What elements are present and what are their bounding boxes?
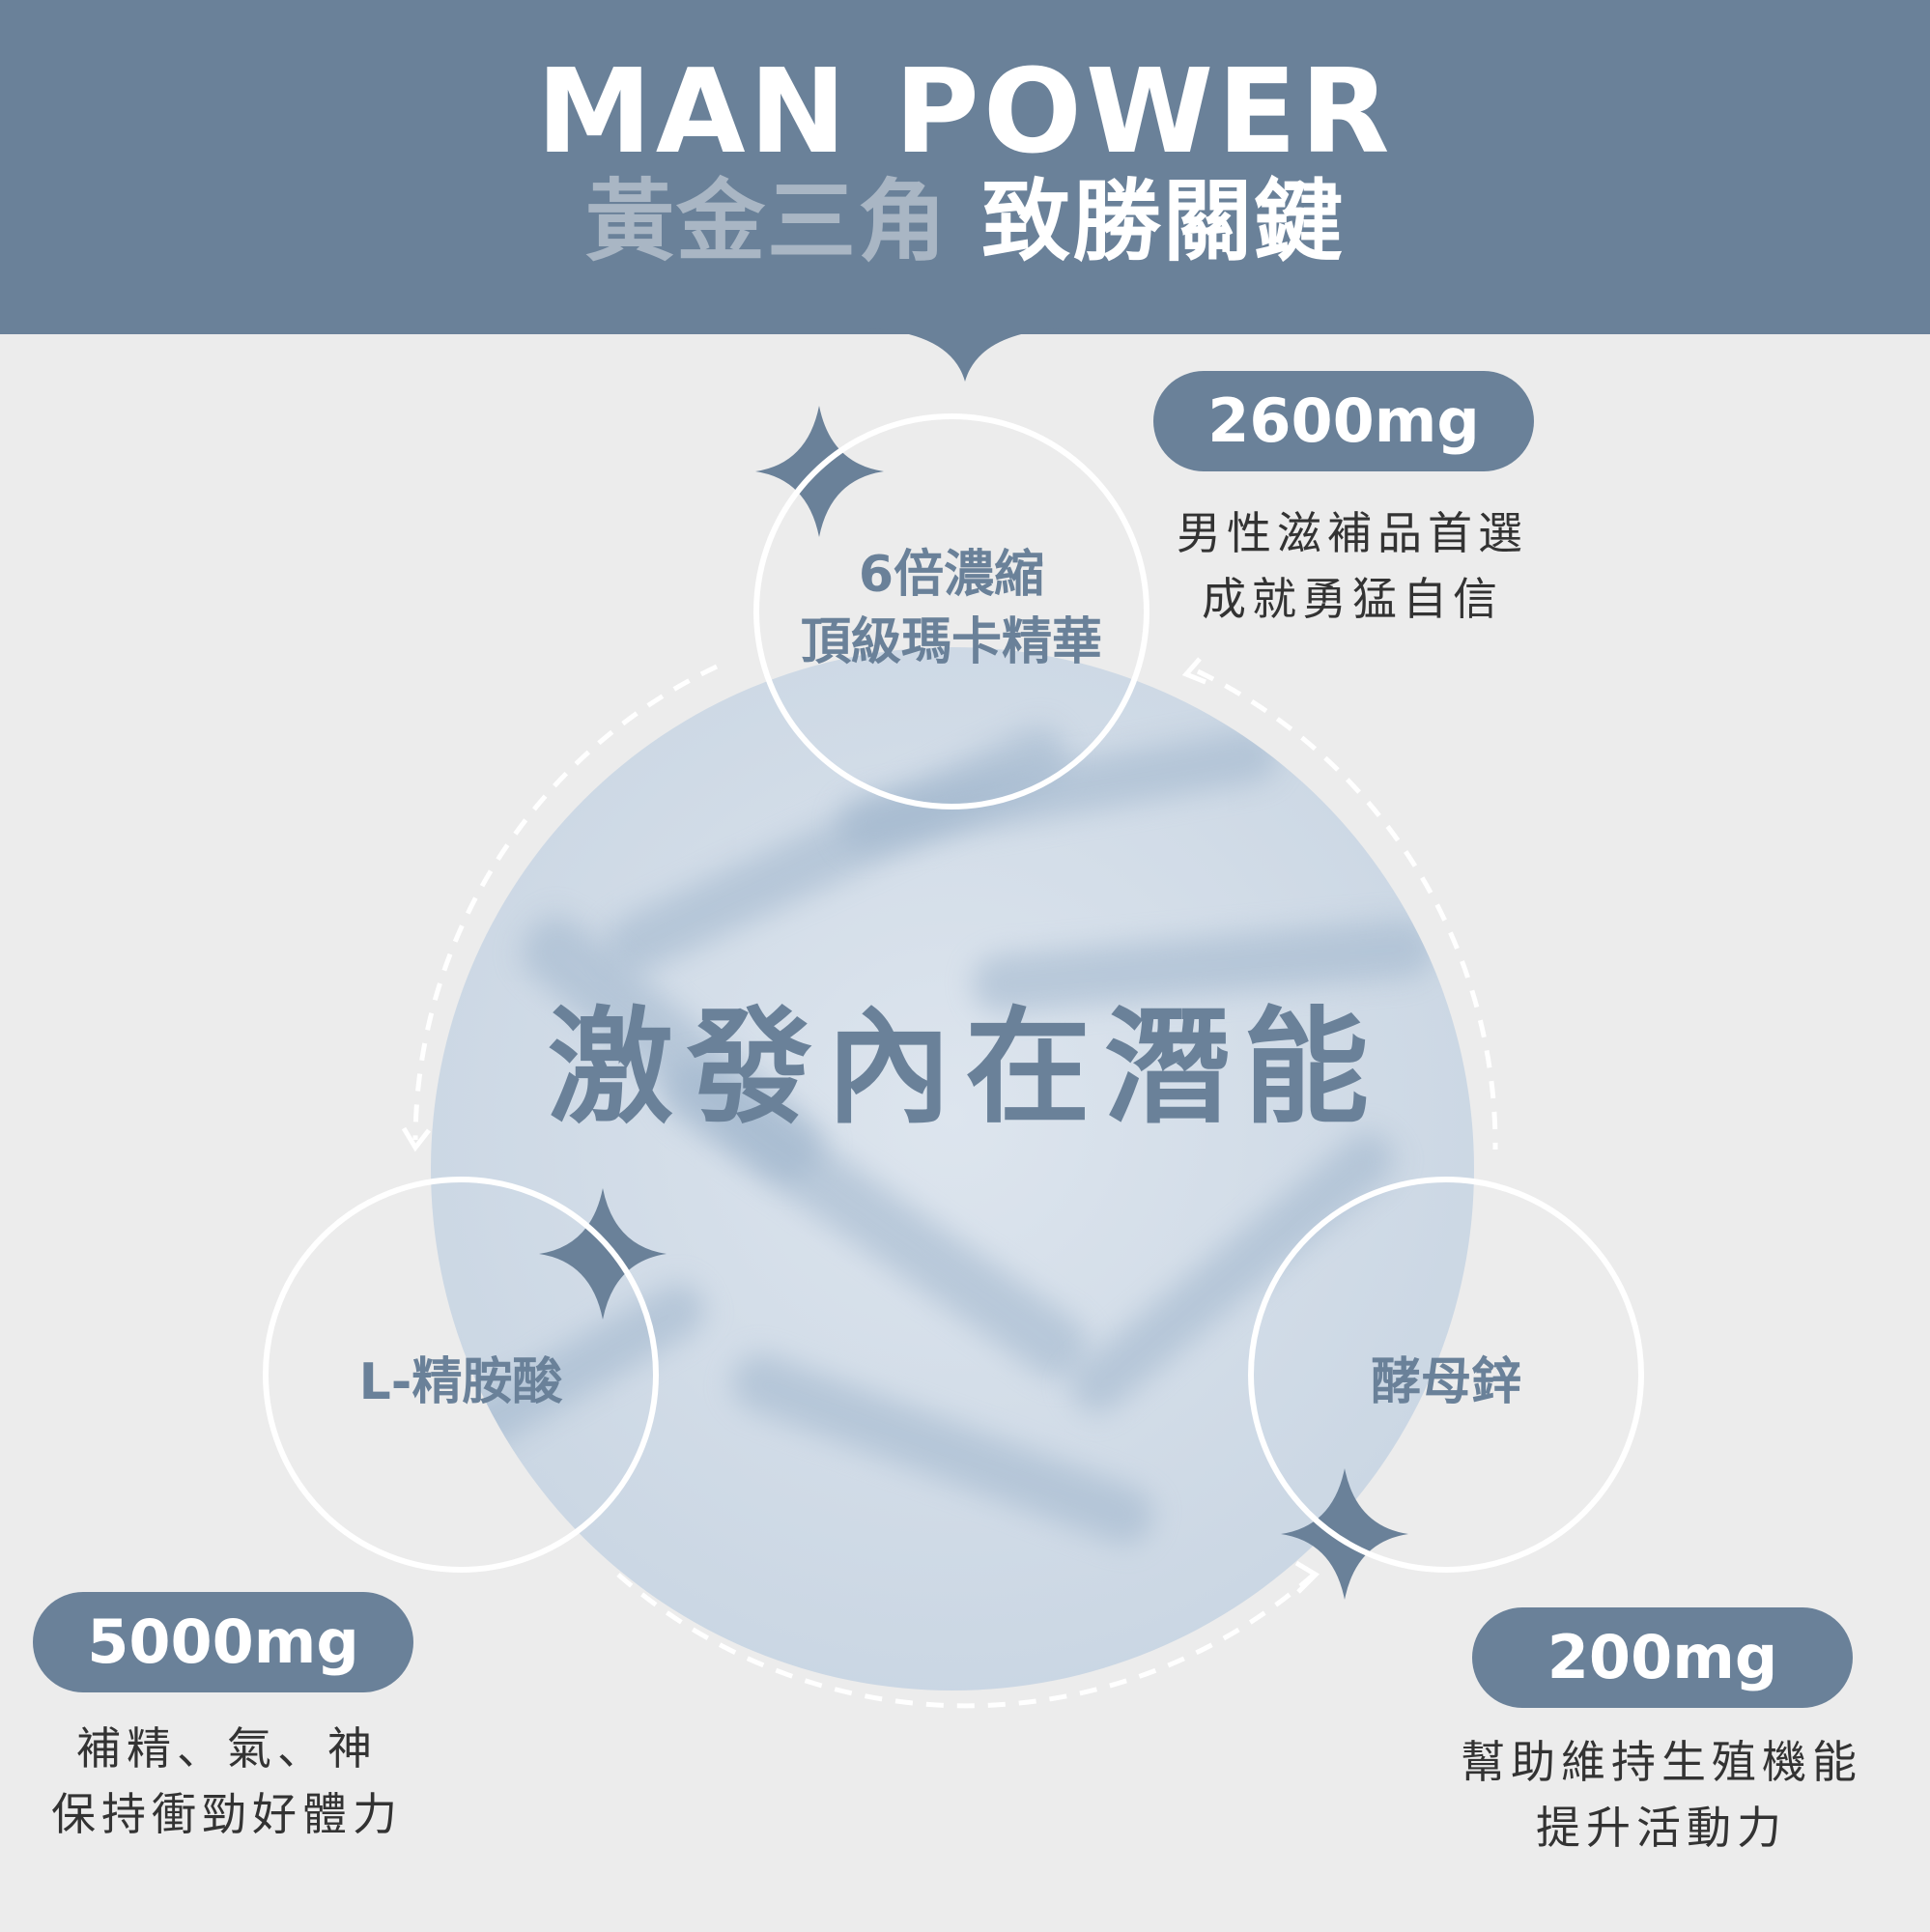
node-top-dose-badge: 2600mg [1153, 371, 1534, 471]
header-band [0, 0, 1930, 334]
node-top-label-line1: 6倍濃縮 [858, 546, 1045, 604]
center-slogan: 激發內在潛能 [547, 994, 1382, 1141]
node-right-desc-line1: 幫助維持生殖機能 [1461, 1736, 1862, 1788]
node-top-label: 6倍濃縮 頂級瑪卡精華 [753, 541, 1149, 676]
node-right-dose-badge: 200mg [1472, 1607, 1853, 1708]
node-top-desc-line1: 男性滋補品首選 [1177, 507, 1528, 559]
node-left-desc-line1: 補精、氣、神 [76, 1722, 378, 1775]
header-notch [0, 328, 1930, 382]
node-top-desc: 男性滋補品首選 成就勇猛自信 [1111, 500, 1594, 632]
ring-left [263, 1177, 659, 1573]
node-right-label: 酵母鋅 [1370, 1353, 1521, 1411]
header-title-en: MAN POWER [536, 45, 1394, 180]
node-right-desc-line2: 提升活動力 [1536, 1802, 1787, 1854]
node-right-desc: 幫助維持生殖機能 提升活動力 [1420, 1729, 1903, 1861]
node-left-dose-badge: 5000mg [33, 1592, 413, 1692]
ring-right [1248, 1177, 1644, 1573]
node-left-desc-line2: 保持衝勁好體力 [51, 1788, 403, 1840]
node-top-desc-line2: 成就勇猛自信 [1202, 573, 1503, 625]
node-top-label-line2: 頂級瑪卡精華 [800, 613, 1102, 671]
dashed-cycle-arrow-icon [412, 664, 1498, 1709]
ring-top [753, 413, 1149, 810]
header-title-zh: 黃金三角 致勝關鍵 [0, 174, 1930, 270]
header-title-zh-muted: 黃金三角 [584, 170, 949, 273]
header-title-zh-bright: 致勝關鍵 [981, 170, 1346, 273]
node-left-desc: 補精、氣、神 保持衝勁好體力 [10, 1716, 444, 1847]
center-capsule-image [431, 647, 1474, 1690]
node-left-label: L-精胺酸 [358, 1353, 563, 1411]
